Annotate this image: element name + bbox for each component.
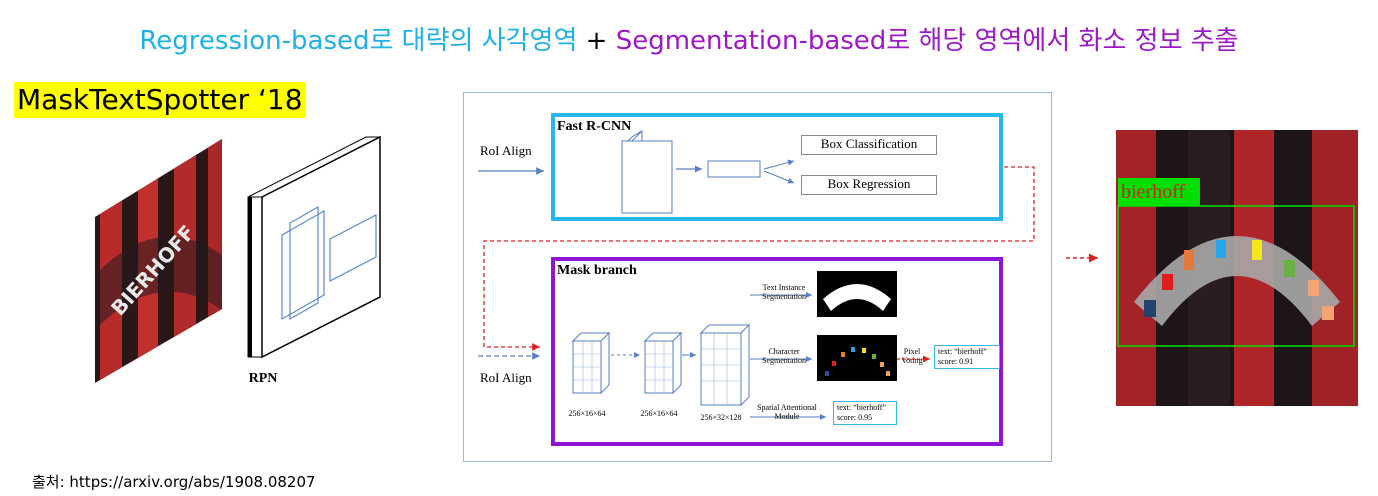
text-instance-seg-label: Text Instance Segmentation xyxy=(762,283,806,301)
spatial-attention-label: Spatial Attentional Module xyxy=(757,403,817,421)
title-regression-part: Regression-based로 대략의 사각영역 xyxy=(139,26,578,56)
input-image-rpn-panel: BIERHOFF RPN xyxy=(95,135,381,386)
mask-feature-cubes xyxy=(571,323,751,407)
input-jersey-image: BIERHOFF xyxy=(95,139,222,383)
fc-layer xyxy=(707,160,761,178)
box-regression-box: Box Regression xyxy=(801,175,937,195)
detection-label-bg xyxy=(1118,178,1200,206)
source-citation: 출처: https://arxiv.org/abs/1908.08207 xyxy=(32,473,316,491)
result-2-text: text: “bierhoff” xyxy=(837,403,886,412)
box-classification-box: Box Classification xyxy=(801,135,937,155)
roi-align-top-label: RoI Align xyxy=(480,143,532,158)
character-seg-label: Character Segmentation xyxy=(762,347,806,365)
title-segmentation-part: Segmentation-based로 해당 영역에서 화소 정보 추출 xyxy=(615,26,1239,56)
result-1-text: text: “bierhoff” xyxy=(938,347,987,356)
text-instance-seg-map xyxy=(817,271,897,317)
title-plus: + xyxy=(585,26,608,56)
roi-align-bottom-label: RoI Align xyxy=(480,370,532,385)
rpn-proposal-3 xyxy=(329,214,377,282)
figure-connectors xyxy=(478,130,1035,420)
dim-label-3: 256×32×128 xyxy=(700,413,742,422)
fast-rcnn-feature-cube xyxy=(621,130,673,214)
rpn-slab-face xyxy=(261,135,381,359)
rpn-label: RPN xyxy=(249,371,278,386)
rpn-proposal-2 xyxy=(289,205,319,321)
to-result-arrow xyxy=(1066,253,1098,263)
pixel-voting-label: Pixel Voting xyxy=(901,347,923,365)
mask-branch-title: Mask branch xyxy=(557,263,637,278)
fast-rcnn-section: Fast R-CNN Box Classification Box Regres… xyxy=(551,113,1003,221)
detection-box xyxy=(1117,205,1355,347)
method-name-badge: MaskTextSpotter ‘18 xyxy=(14,82,306,118)
architecture-figure: RoI Align RoI Align Fast R-CNN Box Class… xyxy=(463,92,1052,462)
character-seg-map xyxy=(817,335,897,381)
result-pixel-voting-box: text: “bierhoff” score: 0.91 xyxy=(934,345,1000,369)
slide-title: Regression-based로 대략의 사각영역 + Segmentatio… xyxy=(0,20,1378,57)
mask-branch-section: Mask branch 256× xyxy=(551,257,1003,446)
result-attention-box: text: “bierhoff” score: 0.95 xyxy=(833,401,897,425)
dim-label-2: 256×16×64 xyxy=(640,409,678,418)
detection-label: bierhoff xyxy=(1121,181,1185,203)
dim-label-1: 256×16×64 xyxy=(568,409,606,418)
result-image: bierhoff xyxy=(1116,130,1358,406)
rpn-proposal-1 xyxy=(281,209,325,321)
result-2-score: score: 0.95 xyxy=(837,413,873,422)
fast-rcnn-title: Fast R-CNN xyxy=(557,119,632,134)
result-1-score: score: 0.91 xyxy=(938,357,974,366)
